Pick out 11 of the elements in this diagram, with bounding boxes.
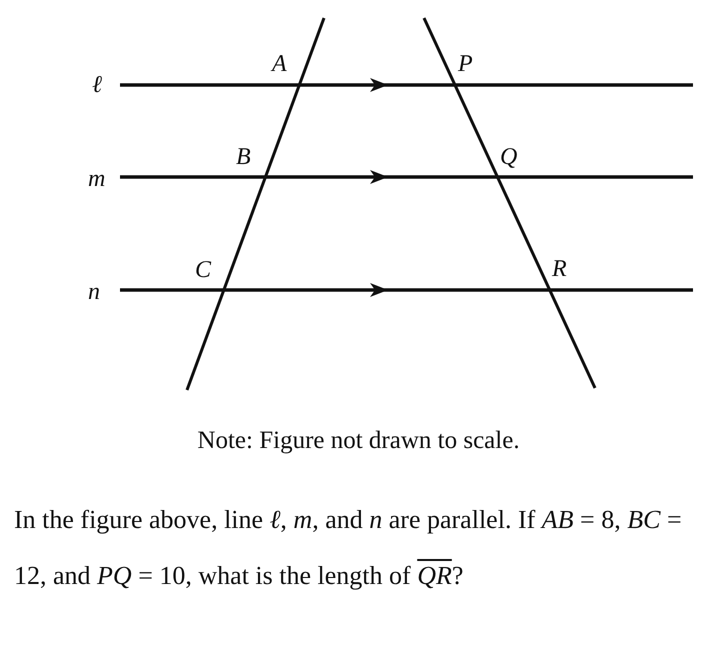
question-text: In the figure above, line ℓ, m, and n are parallel. If AB = 8, BC = 12, and PQ = 10, what is the length of QR? [14, 504, 683, 592]
point-label: A [272, 52, 287, 76]
point-label: Q [500, 145, 518, 169]
point-label: P [458, 52, 473, 76]
note-text: Note: Figure not drawn to scale. [196, 428, 521, 453]
point-label: C [195, 258, 212, 282]
line-label: m [88, 167, 106, 191]
point-label: R [552, 257, 567, 281]
point-label: B [236, 145, 251, 169]
line-label: n [88, 280, 100, 304]
line-label: ℓ [92, 73, 102, 97]
